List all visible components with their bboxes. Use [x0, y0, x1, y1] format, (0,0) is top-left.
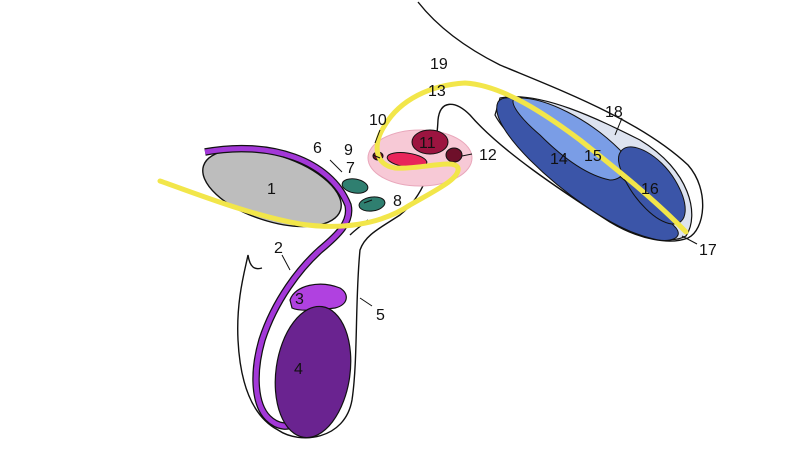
label-19: 19	[430, 56, 448, 73]
label-17: 17	[699, 242, 717, 259]
label-12: 12	[479, 147, 497, 164]
red-gland-11	[411, 129, 449, 155]
red-gland-12	[445, 147, 463, 163]
yellow-line	[157, 80, 689, 235]
teal-gland-upper	[341, 178, 369, 194]
label-18: 18	[605, 104, 623, 121]
label-4: 4	[294, 361, 303, 378]
label-7: 7	[346, 160, 355, 177]
label-3: 3	[295, 291, 304, 308]
label-6: 6	[313, 140, 322, 157]
label-8: 8	[393, 193, 402, 210]
label-13: 13	[428, 83, 446, 100]
purple-duct-fill	[204, 146, 352, 429]
label-11: 11	[419, 135, 436, 152]
label-10: 10	[369, 112, 387, 129]
label-14: 14	[550, 151, 568, 168]
label-2: 2	[274, 240, 283, 257]
leader-lines	[281, 117, 698, 307]
blue-light-body	[512, 97, 626, 181]
teal-gland-lower	[358, 196, 386, 212]
label-15: 15	[584, 148, 602, 165]
label-16: 16	[641, 181, 659, 198]
label-5: 5	[376, 307, 385, 324]
label-1: 1	[267, 181, 276, 198]
purple-organ	[274, 305, 352, 439]
label-9: 9	[344, 142, 353, 159]
